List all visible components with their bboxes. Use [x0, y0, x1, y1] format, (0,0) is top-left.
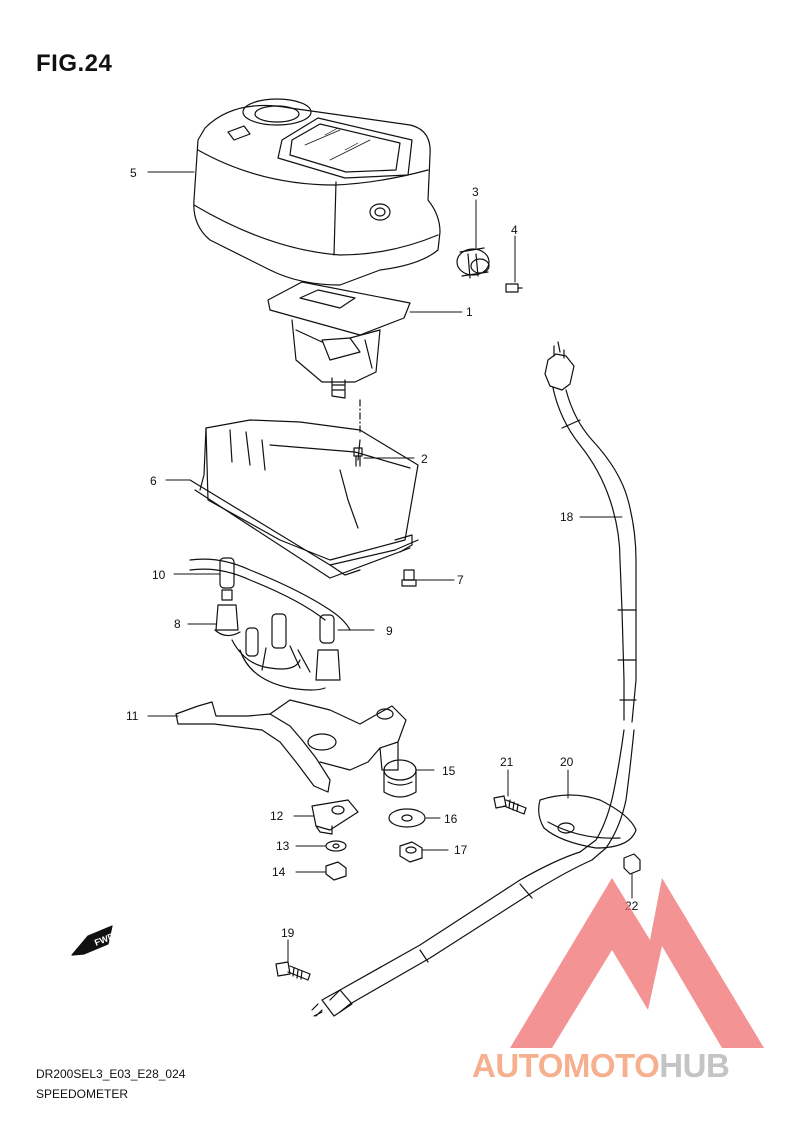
callout-4: 4	[511, 223, 518, 237]
upper-case-part	[193, 98, 441, 286]
leader-lines	[147, 171, 633, 963]
clamp-12-part	[311, 799, 359, 835]
diagram-code: DR200SEL3_E03_E28_024	[36, 1067, 186, 1081]
callout-19: 19	[281, 926, 295, 940]
bracket-11-part	[175, 699, 407, 793]
meter-assembly-part	[267, 281, 411, 399]
nut-14-part	[325, 861, 347, 881]
callout-18: 18	[560, 510, 574, 524]
bolt-19-part	[275, 961, 311, 981]
watermark-text: AUTOMOTOHUB	[472, 1047, 730, 1085]
callout-11: 11	[126, 709, 139, 723]
nut-17-part	[399, 841, 423, 863]
watermark-logo	[510, 878, 764, 1048]
clamp-20-part	[538, 794, 637, 849]
diagram-title: SPEEDOMETER	[36, 1087, 129, 1101]
watermark-part1: AUTOMOTO	[472, 1047, 660, 1084]
screw-2-part	[353, 447, 363, 467]
washer-16-part	[388, 808, 426, 828]
lower-case-part	[189, 419, 419, 579]
callout-1: 1	[466, 305, 473, 319]
callout-10: 10	[152, 568, 166, 582]
watermark-part2: HUB	[659, 1047, 730, 1084]
fwd-arrow-icon	[71, 925, 113, 956]
callout-9: 9	[386, 624, 393, 638]
nut-22-part	[623, 853, 641, 875]
callout-2: 2	[421, 452, 428, 466]
callout-15: 15	[442, 764, 456, 778]
bolt-21-part	[493, 795, 527, 815]
screw-4-part	[505, 283, 523, 293]
callout-7: 7	[457, 573, 464, 587]
callout-14: 14	[272, 865, 286, 879]
figure-title: FIG.24	[36, 50, 113, 77]
grommet-15-part	[383, 759, 417, 798]
callout-17: 17	[454, 843, 468, 857]
gear-3-part	[456, 247, 490, 279]
callout-16: 16	[444, 812, 458, 826]
callout-labels: 5 1 3 4 2 6 7 10 8 9 11 15 12 16 13 17 1…	[126, 166, 639, 940]
lamp-wiring-part	[189, 557, 351, 691]
callout-13: 13	[276, 839, 290, 853]
callout-21: 21	[500, 755, 514, 769]
cable-18-part	[311, 341, 637, 1017]
callout-20: 20	[560, 755, 574, 769]
callout-12: 12	[270, 809, 284, 823]
callout-3: 3	[472, 185, 479, 199]
washer-13-part	[325, 840, 347, 852]
callout-5: 5	[130, 166, 137, 180]
callout-6: 6	[150, 474, 157, 488]
screw-7-part	[401, 569, 417, 587]
callout-8: 8	[174, 617, 181, 631]
